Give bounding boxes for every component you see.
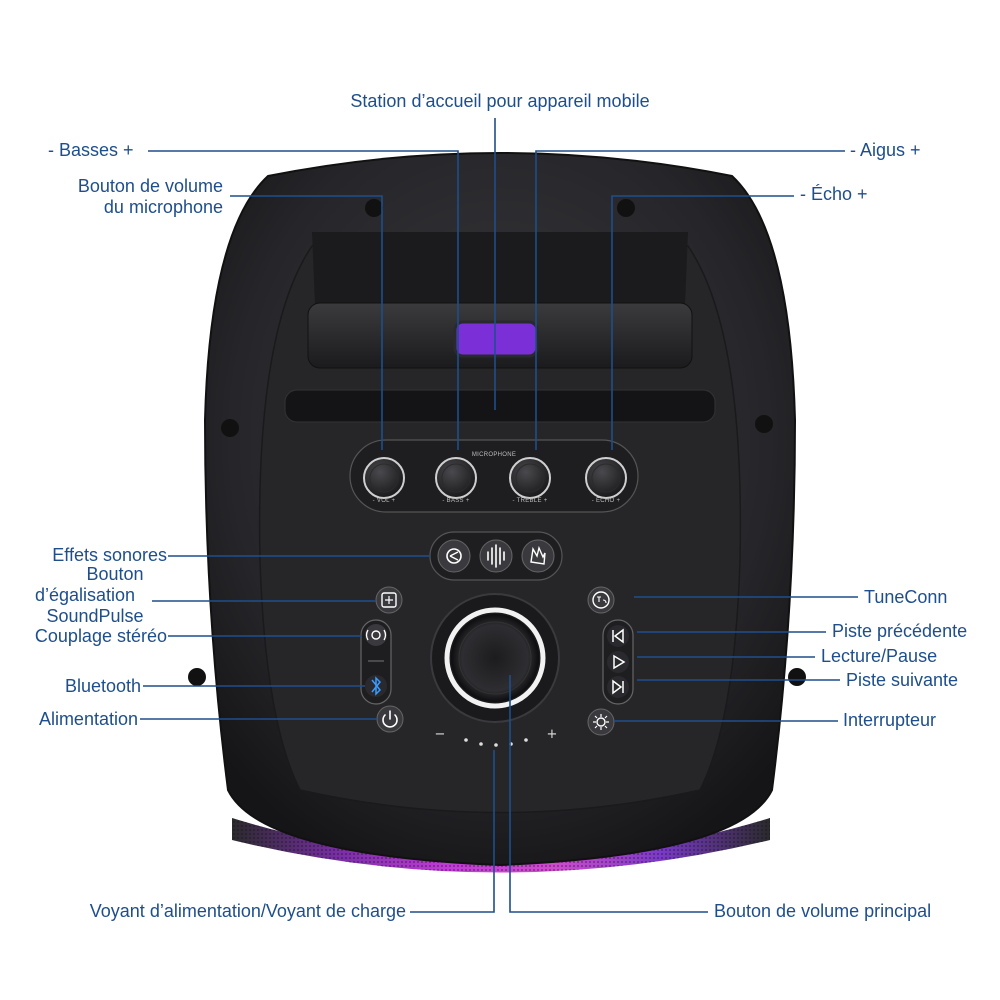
bluetooth-icon <box>371 676 382 696</box>
mic-volume-label-line1: Bouton de volume <box>77 176 223 196</box>
mic-volume-label-line2: du microphone <box>103 197 223 217</box>
prev-label: Piste précédente <box>832 621 968 641</box>
leader-lines <box>140 118 858 913</box>
echo-knob[interactable] <box>585 457 627 499</box>
switch-label: Interrupteur <box>843 710 937 730</box>
switch-button[interactable] <box>587 708 615 736</box>
waveform-icon[interactable] <box>479 539 513 573</box>
sound-effects-label: Effets sonores <box>52 545 167 565</box>
power-label: Alimentation <box>38 709 138 729</box>
eq-label-line2: d’égalisation <box>34 585 136 605</box>
microphone-knob-panel: MICROPHONE - VOL + - BASS + - TREBLE + -… <box>349 439 639 513</box>
led-label: Voyant d’alimentation/Voyant de charge <box>89 901 406 921</box>
stereo-pairing-button[interactable] <box>365 624 387 646</box>
volume-plus: + <box>547 727 558 742</box>
vol-knob-label: - VOL + <box>373 498 396 504</box>
eq-label-line3: SoundPulse <box>46 606 144 626</box>
tuneconn-icon <box>592 591 610 609</box>
power-button[interactable] <box>376 705 404 733</box>
main-volume-label: Bouton de volume principal <box>714 901 932 921</box>
eq-button[interactable] <box>375 586 403 614</box>
echo-label: - Écho + <box>800 184 868 204</box>
tuneconn-label: TuneConn <box>864 587 948 607</box>
power-icon <box>382 710 398 728</box>
play-label: Lecture/Pause <box>821 646 938 666</box>
clap-icon[interactable] <box>521 539 555 573</box>
echo-knob-label: - ECHO + <box>592 498 621 504</box>
next-track-button[interactable] <box>607 676 629 698</box>
next-track-icon <box>612 679 624 695</box>
vol-knob[interactable] <box>363 457 405 499</box>
bass-knob-label: - BASS + <box>442 498 469 504</box>
led-light-strip <box>232 818 770 873</box>
stereo-label: Couplage stéréo <box>34 626 167 646</box>
device-slot <box>284 389 716 423</box>
bluetooth-label: Bluetooth <box>64 676 141 696</box>
mobile-dock <box>307 232 693 369</box>
stereo-pairing-icon <box>365 629 387 641</box>
eq-label-line1: Bouton <box>86 564 144 584</box>
treble-knob[interactable] <box>509 457 551 499</box>
effects-button-group <box>429 531 563 581</box>
next-label: Piste suivante <box>846 670 959 690</box>
volume-minus: − <box>435 727 446 742</box>
bluetooth-button[interactable] <box>365 675 387 697</box>
previous-track-button[interactable] <box>607 625 629 647</box>
switch-gear-icon <box>593 714 609 730</box>
previous-track-icon <box>612 628 624 644</box>
tuneconn-button[interactable] <box>587 586 615 614</box>
equalizer-icon <box>381 592 397 608</box>
bass-label: - Basses + <box>48 140 134 160</box>
main-volume-knob[interactable] <box>430 593 560 723</box>
sound-effects-icon[interactable] <box>437 539 471 573</box>
treble-knob-label: - TREBLE + <box>512 498 547 504</box>
dock-label: Station d’accueil pour appareil mobile <box>350 91 650 111</box>
microphone-panel-label: MICROPHONE <box>472 452 516 458</box>
play-icon <box>613 654 626 670</box>
bass-knob[interactable] <box>435 457 477 499</box>
play-pause-button[interactable] <box>607 651 629 673</box>
treble-label: - Aigus + <box>850 140 921 160</box>
